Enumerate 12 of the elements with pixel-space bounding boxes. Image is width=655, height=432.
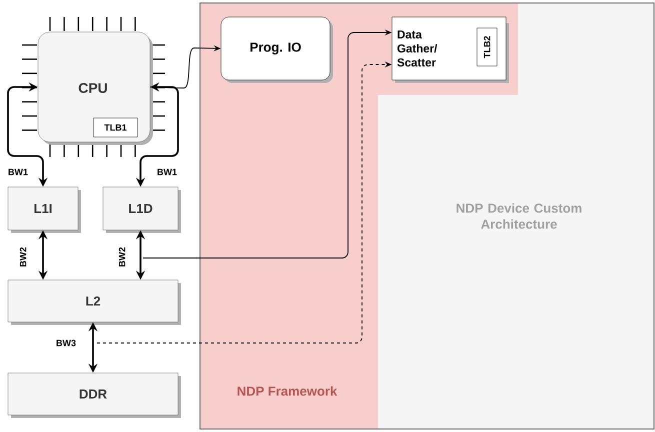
cache-box: L1D <box>102 186 181 233</box>
edge-label: BW2 <box>118 246 126 268</box>
edge-label: BW3 <box>55 338 77 348</box>
cache-box: L2 <box>8 280 181 325</box>
io-box: Prog. IO <box>220 16 333 83</box>
edge-label: BW2 <box>18 246 28 268</box>
tlb-box: TLB1 <box>93 118 138 138</box>
edge-label: BW1 <box>156 168 178 176</box>
edge-label: BW1 <box>7 168 29 176</box>
tlb-box: TLB2 <box>476 28 498 66</box>
cache-box: DDR <box>8 372 181 418</box>
cache-box: L1I <box>8 186 81 233</box>
